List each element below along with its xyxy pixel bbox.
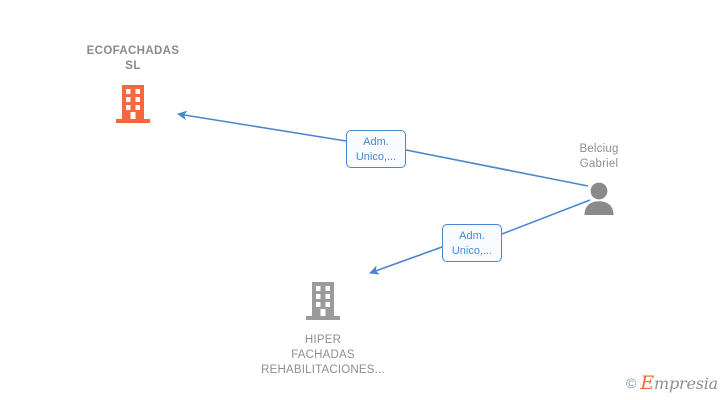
copyright-icon: © (626, 375, 637, 391)
graph-node-ecofachadas[interactable]: ECOFACHADAS SL (58, 44, 208, 130)
graph-node-belciug-gabriel[interactable]: Belciug Gabriel (524, 142, 674, 220)
brand-initial: E (640, 372, 654, 394)
edge-label-adm-unico-ecofachadas[interactable]: Adm. Unico,... (346, 130, 406, 168)
node-label-belciug-gabriel: Belciug Gabriel (579, 143, 619, 170)
person-icon (524, 181, 674, 220)
empresia-watermark: © Empresia (626, 372, 718, 394)
node-label-hiper-fachadas: HIPER FACHADAS REHABILITACIONES... (261, 334, 385, 376)
graph-node-hiper-fachadas[interactable]: HIPER FACHADAS REHABILITACIONES... (238, 280, 408, 378)
building-icon (58, 83, 208, 130)
brand-name: mpresia (654, 374, 718, 393)
brand-wordmark: Empresia (640, 372, 718, 394)
building-icon (238, 280, 408, 327)
edge-label-adm-unico-hiper[interactable]: Adm. Unico,... (442, 224, 502, 262)
node-label-ecofachadas: ECOFACHADAS SL (86, 45, 180, 72)
